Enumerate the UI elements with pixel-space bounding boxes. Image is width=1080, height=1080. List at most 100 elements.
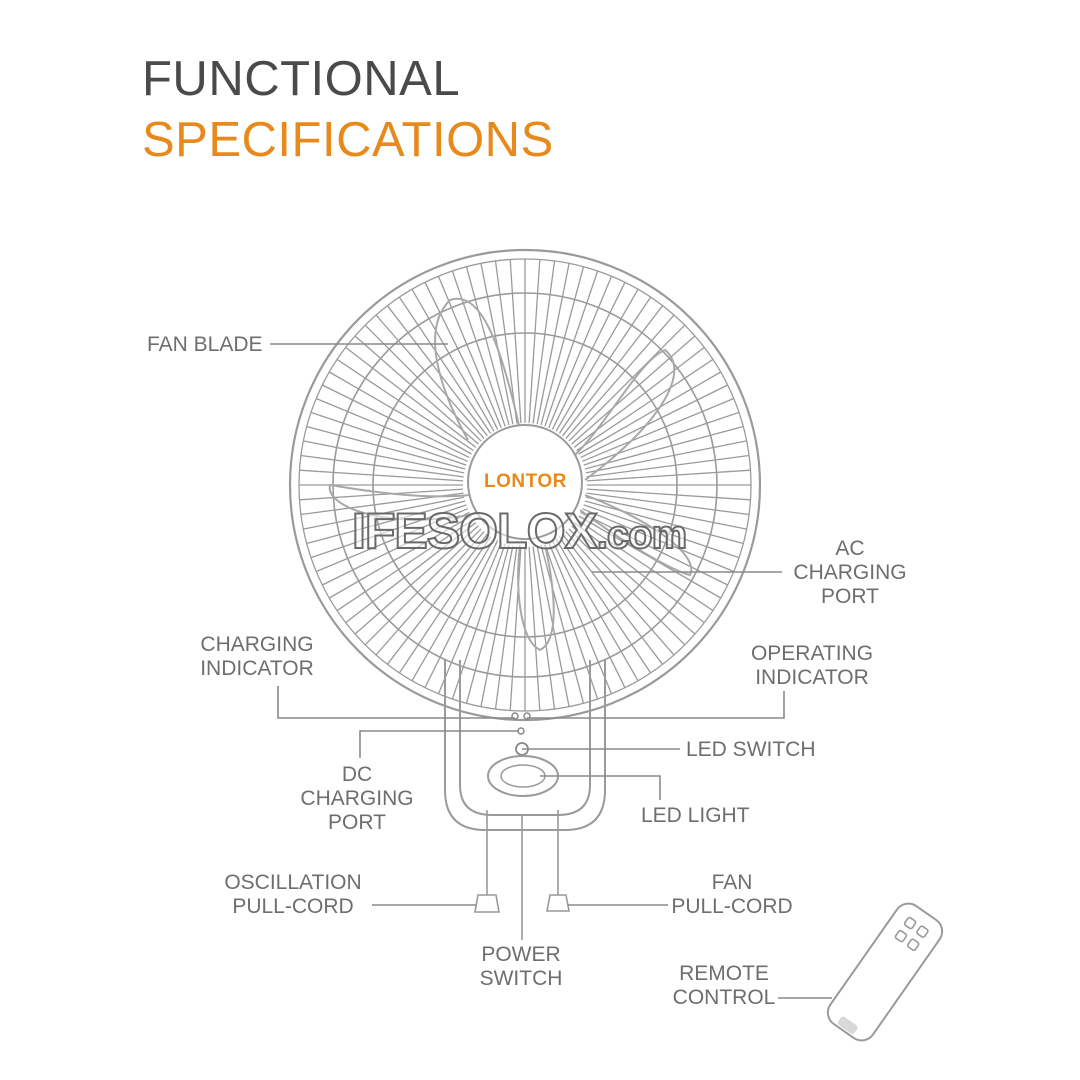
label-oscillation-line-2: PULL-CORD (232, 895, 354, 918)
label-operating-indicator: OPERATING INDICATOR (748, 642, 876, 690)
label-power-line-1: POWER (481, 943, 561, 966)
guard-spoke (586, 454, 750, 478)
label-oscillation-pull-cord: OSCILLATION PULL-CORD (218, 871, 368, 919)
fan-hub (467, 424, 583, 540)
label-charging-indicator: CHARGING INDICATOR (195, 633, 319, 681)
guard-spoke (528, 546, 541, 711)
guard-spoke (540, 544, 585, 704)
guard-spoke (300, 454, 464, 478)
watermark: IFESOLOX.com (351, 503, 688, 559)
leader-lines (270, 343, 832, 999)
guard-spoke (465, 266, 510, 426)
guard-spoke (306, 500, 466, 545)
guard-spoke (583, 411, 740, 466)
guard-spoke (582, 508, 735, 573)
guard-spoke (451, 543, 506, 700)
guard-spoke (411, 538, 495, 682)
label-dc-charging-port: DC CHARGING PORT (296, 763, 418, 835)
guard-spoke (576, 358, 714, 452)
guard-spoke (571, 335, 696, 445)
label-charging-line-2: INDICATOR (200, 657, 314, 680)
guard-spoke (480, 545, 514, 707)
guard-spoke (424, 540, 499, 688)
guard-spoke (565, 314, 675, 439)
guard-spoke (322, 511, 470, 586)
pull-cords (486, 810, 559, 940)
guard-spoke (540, 266, 585, 426)
guard-spoke (582, 397, 735, 462)
guard-spoke (548, 275, 613, 428)
guard-spoke (544, 543, 599, 700)
guard-spoke (411, 288, 495, 432)
watermark-suffix: .com (596, 513, 688, 557)
title-line-2: SPECIFICATIONS (142, 113, 554, 167)
guard-spoke (336, 358, 474, 452)
guard-spoke (586, 492, 750, 516)
fan-base-housing (444, 660, 606, 831)
label-oscillation-line-1: OSCILLATION (224, 871, 362, 894)
guard-spoke (568, 528, 686, 646)
guard-spoke (375, 531, 485, 656)
guard-spoke (364, 324, 482, 442)
guard-spoke (509, 259, 522, 424)
guard-spoke (322, 384, 470, 459)
guard-spoke (306, 425, 466, 470)
guard-spoke (303, 496, 465, 530)
guard-spoke (328, 515, 472, 599)
guard-spoke (345, 346, 477, 448)
guard-spoke (555, 288, 639, 432)
guard-spoke (562, 533, 664, 665)
guard-spoke (354, 335, 479, 445)
guard-spoke (584, 425, 744, 470)
label-charging-line-1: CHARGING (200, 633, 314, 656)
label-remote-line-2: CONTROL (672, 986, 776, 1009)
label-ac-charging-port: AC CHARGING PORT (788, 537, 912, 609)
guard-spoke (548, 542, 613, 695)
title-line-1: FUNCTIONAL (142, 52, 461, 106)
label-remote-control: REMOTE CONTROL (668, 962, 780, 1010)
guard-spoke (568, 324, 686, 442)
guard-spoke (386, 305, 488, 437)
label-ac-line-3: PORT (821, 585, 879, 608)
label-dc-line-2: CHARGING (300, 787, 414, 810)
label-ac-line-1: AC (835, 537, 865, 560)
guard-spoke (451, 270, 506, 427)
guard-spoke (494, 546, 518, 710)
guard-spoke (480, 263, 514, 425)
guard-spoke (555, 538, 639, 682)
watermark-main: IFESOLOX (351, 503, 599, 559)
guard-spoke (580, 384, 728, 459)
label-operating-line-2: INDICATOR (755, 666, 869, 689)
oscillation-cord-handle (474, 894, 500, 913)
guard-spoke (315, 397, 468, 462)
lontor-logo: LONTOR (484, 471, 567, 492)
guard-spoke (310, 504, 467, 559)
guard-spoke (532, 260, 556, 424)
guard-spoke (299, 488, 464, 501)
fan-cord-handle (546, 894, 570, 912)
label-ac-line-2: CHARGING (793, 561, 907, 584)
label-fan-blade: FAN BLADE (147, 333, 263, 356)
guard-spoke (586, 469, 751, 482)
guard-spoke (585, 440, 747, 474)
guard-spoke (558, 536, 652, 674)
guard-spoke (303, 440, 465, 474)
label-dc-line-1: DC (341, 763, 373, 786)
guard-spoke (494, 260, 518, 424)
guard-spoke (345, 522, 477, 624)
label-remote-line-1: REMOTE (679, 962, 769, 985)
guard-spoke (424, 282, 499, 430)
guard-spoke (354, 525, 479, 635)
label-fan-cord-line-1: FAN (711, 871, 753, 894)
guard-spoke (578, 371, 722, 455)
label-led-switch: LED SWITCH (686, 738, 816, 761)
label-fan-pull-cord: FAN PULL-CORD (668, 871, 796, 919)
guard-spoke (544, 270, 599, 427)
guard-spoke (509, 546, 522, 711)
guard-spoke (375, 314, 485, 439)
guard-spoke (585, 496, 747, 530)
guard-spoke (584, 500, 744, 545)
label-power-line-2: SWITCH (479, 967, 563, 990)
label-led-light: LED LIGHT (641, 804, 750, 827)
